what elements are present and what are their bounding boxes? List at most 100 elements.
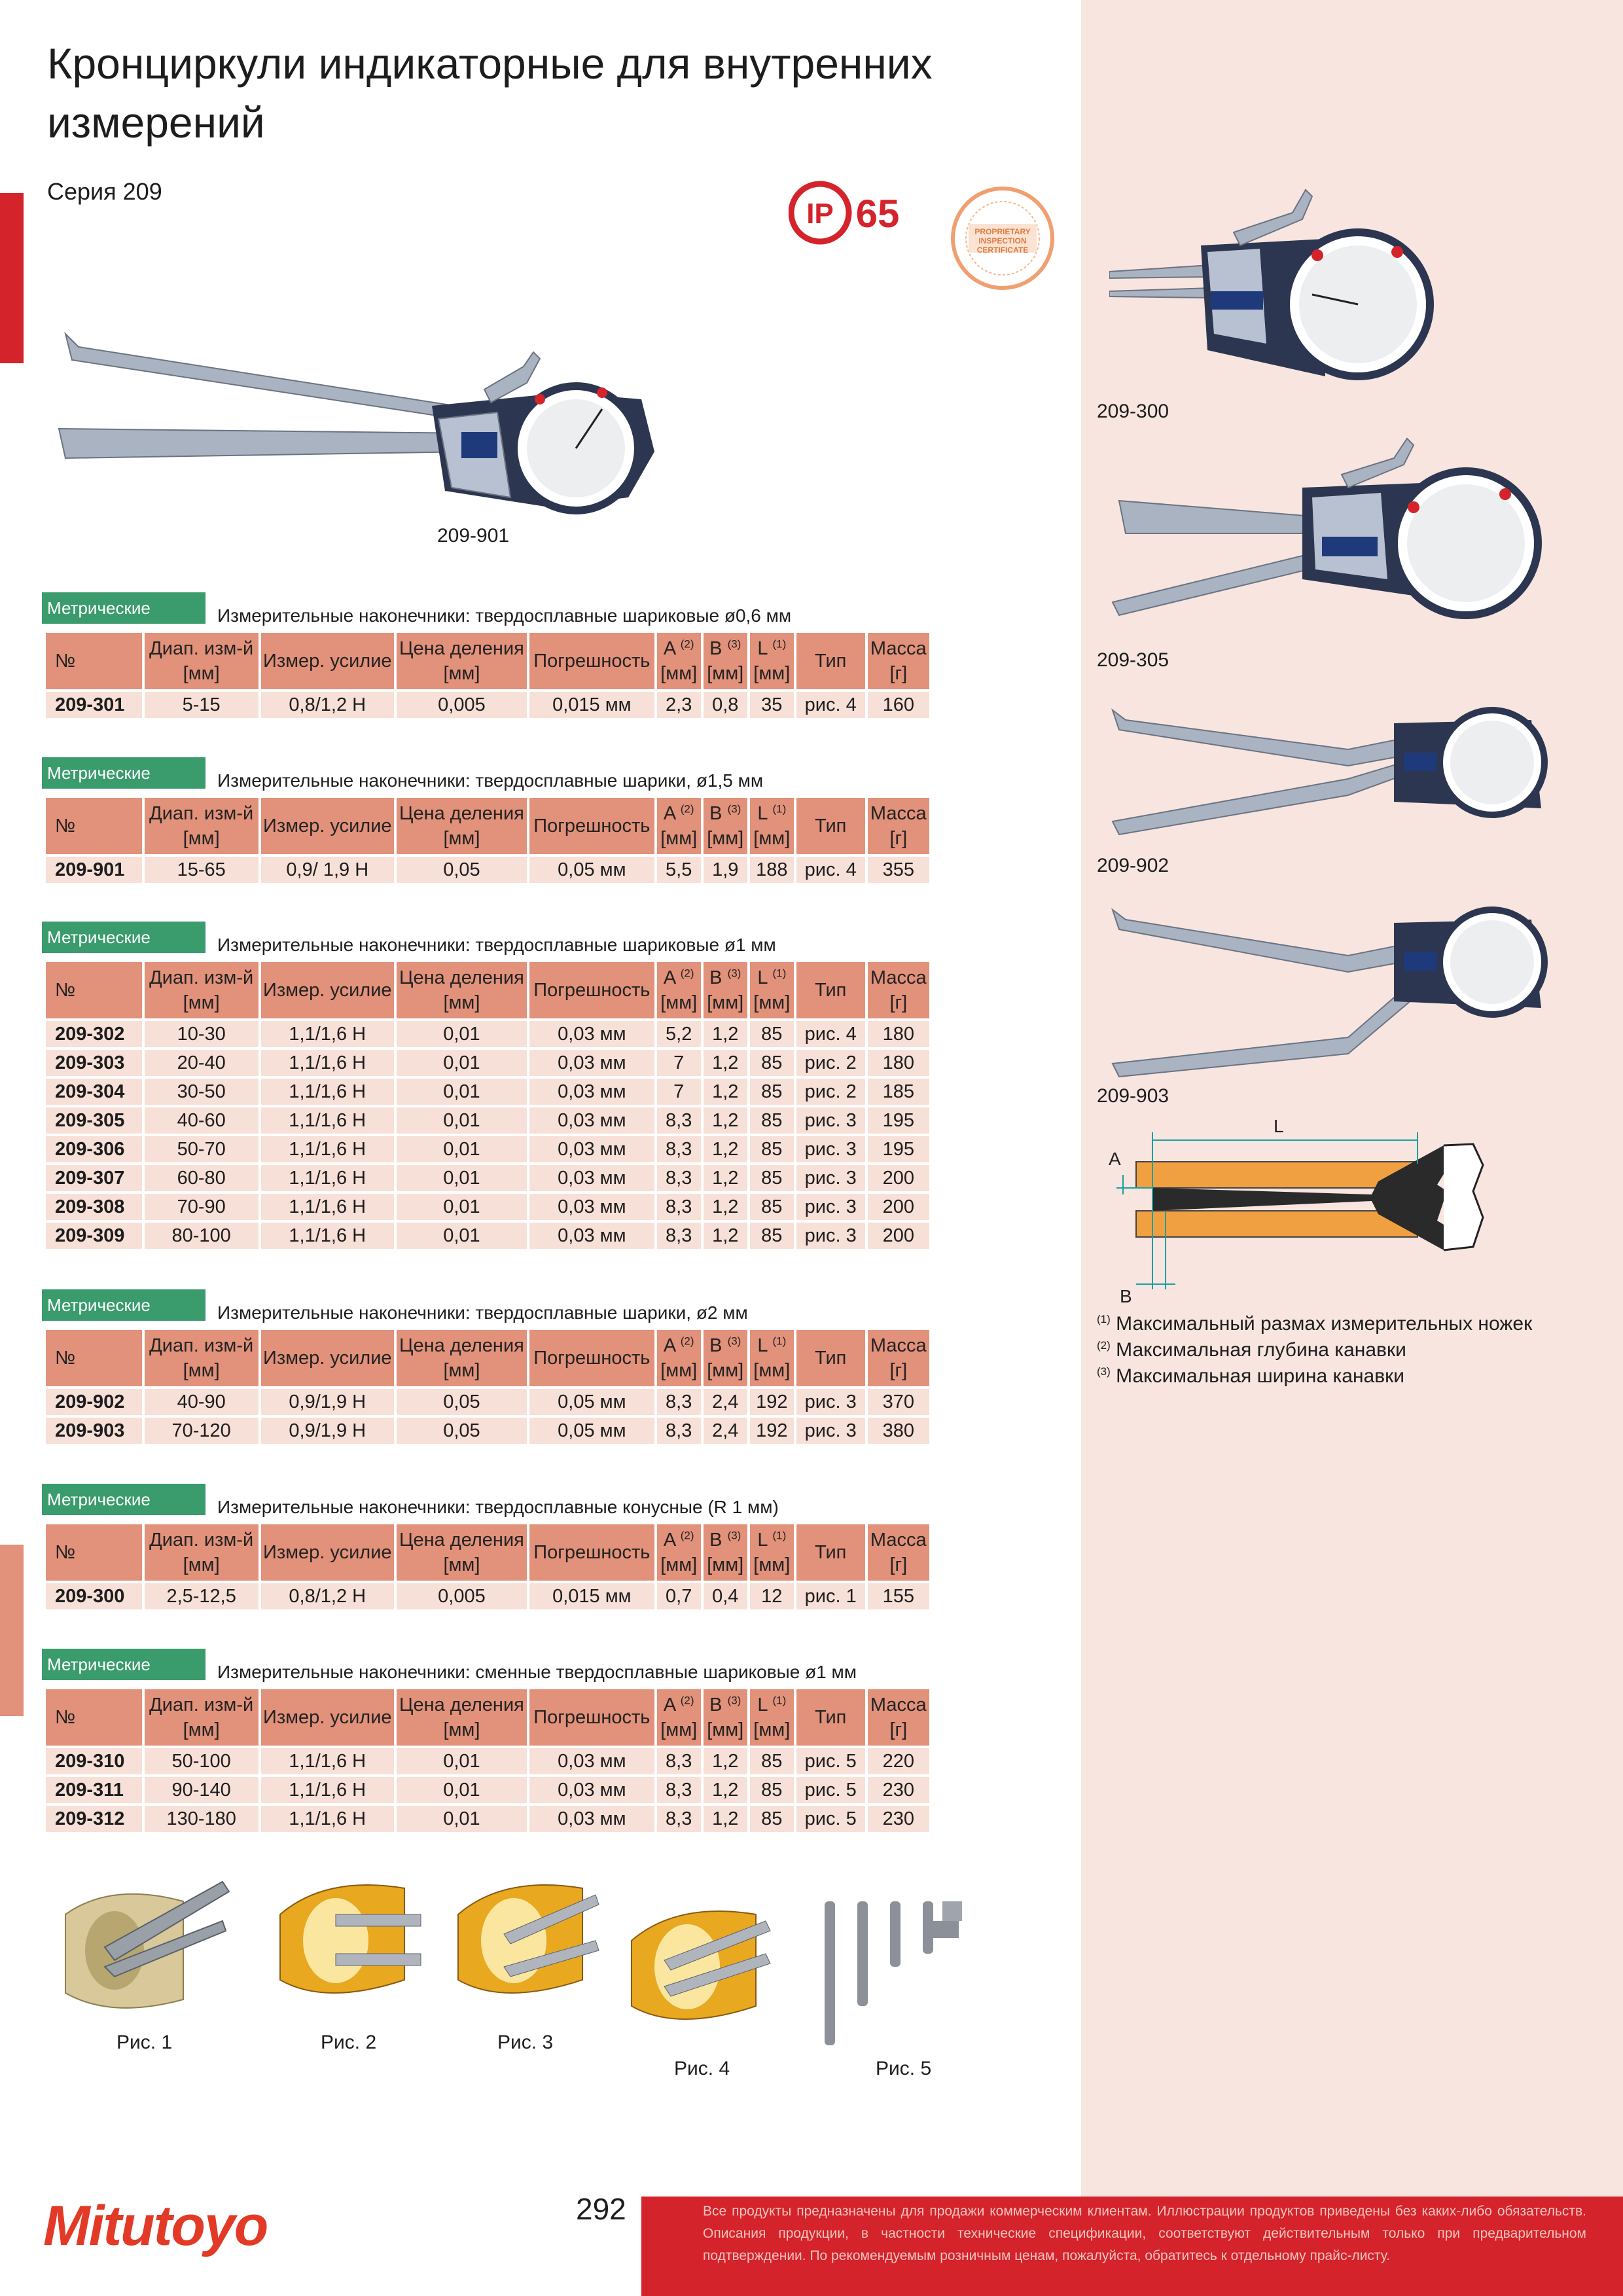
col-mass: Масса[г] — [867, 962, 929, 1021]
col-number: № — [46, 798, 142, 857]
table-cell: 0,03 мм — [529, 1194, 654, 1223]
table-cell: 1,2 — [703, 1165, 747, 1194]
col-range: Диап. изм-й[мм] — [144, 1689, 259, 1748]
figure-1-caption: Рис. 1 — [116, 2032, 173, 2053]
table-cell: 209-306 — [46, 1136, 142, 1165]
table-cell: 0,01 — [396, 1107, 527, 1136]
table-cell: 0,01 — [396, 1806, 527, 1835]
table-cell: 0,8 — [703, 692, 747, 721]
col-l: L (1)[мм] — [749, 1524, 794, 1583]
table-cell: 7 — [656, 1050, 701, 1079]
table-cell: рис. 5 — [796, 1748, 865, 1777]
col-force: Измер. усилие — [260, 1689, 394, 1748]
col-range: Диап. изм-й[мм] — [144, 633, 259, 692]
table-cell: 1,1/1,6 Н — [260, 1806, 394, 1835]
figure-1-image — [52, 1869, 242, 2029]
col-a: A (2)[мм] — [656, 1330, 701, 1389]
table-cell: 0,4 — [703, 1583, 747, 1612]
table-cell: рис. 5 — [796, 1806, 865, 1835]
table-cell: 220 — [867, 1748, 929, 1777]
table-cell: 0,05 мм — [529, 1389, 654, 1418]
table-cell: 0,03 мм — [529, 1806, 654, 1835]
col-type: Тип — [796, 962, 865, 1021]
col-a: A (2)[мм] — [656, 633, 701, 692]
table-cell: 15-65 — [144, 857, 259, 886]
product-image-209-300 — [1109, 187, 1476, 399]
table-cell: 8,3 — [656, 1136, 701, 1165]
table-cell: рис. 2 — [796, 1079, 865, 1107]
table-cell: 8,3 — [656, 1806, 701, 1835]
table-cell: 230 — [867, 1777, 929, 1806]
table-cell: 0,01 — [396, 1050, 527, 1079]
svg-text:B: B — [1120, 1286, 1132, 1306]
table-cell: 0,03 мм — [529, 1777, 654, 1806]
table-cell: рис. 3 — [796, 1223, 865, 1251]
section-description: Измерительные наконечники: твердосплавны… — [217, 935, 776, 955]
section-description: Измерительные наконечники: твердосплавны… — [217, 605, 792, 626]
table-cell: 1,2 — [703, 1136, 747, 1165]
table-cell: 85 — [749, 1107, 794, 1136]
table-cell: 85 — [749, 1136, 794, 1165]
col-a: A (2)[мм] — [656, 1689, 701, 1748]
table-cell: рис. 5 — [796, 1777, 865, 1806]
spec-table: № Диап. изм-й[мм] Измер. усилие Цена дел… — [43, 1330, 932, 1446]
table-cell: 0,05 мм — [529, 1418, 654, 1446]
table-cell: 30-50 — [144, 1079, 259, 1107]
figure-5-image — [812, 1901, 982, 2062]
table-cell: 5,2 — [656, 1021, 701, 1050]
table-cell: рис. 3 — [796, 1389, 865, 1418]
table-cell: рис. 3 — [796, 1194, 865, 1223]
table-cell: 195 — [867, 1136, 929, 1165]
product-image-209-903 — [1106, 890, 1558, 1090]
table-cell: 192 — [749, 1389, 794, 1418]
table-cell: 40-60 — [144, 1107, 259, 1136]
table-cell: 1,1/1,6 Н — [260, 1194, 394, 1223]
spec-table: № Диап. изм-й[мм] Измер. усилие Цена дел… — [43, 798, 932, 886]
table-cell: 1,2 — [703, 1223, 747, 1251]
table-cell: 60-80 — [144, 1165, 259, 1194]
table-cell: 370 — [867, 1389, 929, 1418]
svg-text:INSPECTION: INSPECTION — [978, 236, 1026, 245]
table-cell: 195 — [867, 1107, 929, 1136]
svg-text:PROPRIETARY: PROPRIETARY — [974, 227, 1030, 236]
col-type: Тип — [796, 1689, 865, 1748]
table-cell: 209-312 — [46, 1806, 142, 1835]
svg-text:IP: IP — [806, 198, 834, 230]
table-cell: рис. 3 — [796, 1418, 865, 1446]
table-cell: 0,9/ 1,9 Н — [260, 857, 394, 886]
col-graduation: Цена деления[мм] — [396, 1689, 527, 1748]
table-cell: 20-40 — [144, 1050, 259, 1079]
col-range: Диап. изм-й[мм] — [144, 1330, 259, 1389]
table-cell: 0,05 мм — [529, 857, 654, 886]
section-tab-marker-secondary — [0, 1545, 24, 1716]
figure-3-image — [452, 1869, 602, 2016]
table-cell: 160 — [867, 692, 929, 721]
table-cell: 8,3 — [656, 1748, 701, 1777]
table-cell: рис. 4 — [796, 692, 865, 721]
table-cell: 0,01 — [396, 1748, 527, 1777]
table-cell: 5,5 — [656, 857, 701, 886]
col-type: Тип — [796, 1524, 865, 1583]
table-header-row: № Диап. изм-й[мм] Измер. усилие Цена дел… — [46, 962, 929, 1021]
col-b: B (3)[мм] — [703, 1524, 747, 1583]
table-cell: 0,05 — [396, 857, 527, 886]
col-b: B (3)[мм] — [703, 1689, 747, 1748]
caption-209-902: 209-902 — [1097, 855, 1169, 876]
section-tag: Метрические — [42, 1484, 205, 1515]
table-cell: 1,1/1,6 Н — [260, 1050, 394, 1079]
table-cell: 0,03 мм — [529, 1748, 654, 1777]
table-cell: 1,2 — [703, 1021, 747, 1050]
table-cell: 0,05 — [396, 1418, 527, 1446]
table-cell: 0,005 — [396, 692, 527, 721]
table-cell: 1,9 — [703, 857, 747, 886]
product-image-209-902 — [1106, 691, 1558, 844]
table-cell: 200 — [867, 1165, 929, 1194]
page-title: Кронциркули индикаторные для внутренних … — [47, 39, 933, 147]
col-number: № — [46, 962, 142, 1021]
table-cell: 0,005 — [396, 1583, 527, 1612]
table-cell: 70-120 — [144, 1418, 259, 1446]
table-cell: 200 — [867, 1223, 929, 1251]
